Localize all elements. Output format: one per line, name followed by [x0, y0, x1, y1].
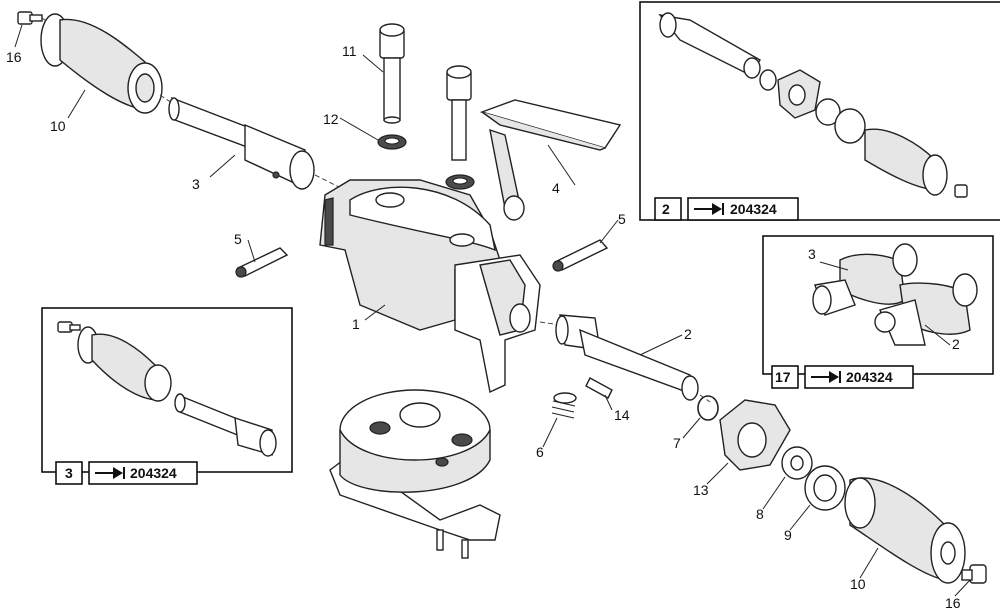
base-unit: [329, 389, 501, 559]
callout-5-right: 5: [618, 211, 626, 227]
callout-10-bottom: 10: [850, 576, 866, 592]
cam-part-13: [719, 399, 791, 471]
grip-part-10-bottom: [844, 477, 966, 584]
pin-part-14: [585, 377, 613, 399]
inset-2-number-box: [654, 197, 682, 221]
main-assembly: [17, 11, 987, 584]
arrow-stop-icon: [95, 467, 125, 479]
inset-17-ref: 204324: [846, 369, 893, 385]
washer-part-12-b: [445, 174, 475, 190]
pin-part-5-right: [552, 239, 609, 272]
inset-2-ref-box: [687, 197, 799, 221]
callout-2: 2: [684, 326, 692, 342]
inset-3-number: 3: [65, 465, 73, 481]
inset-3-ref-box: [88, 461, 198, 485]
callout-9: 9: [784, 527, 792, 543]
inset-17-ref-box: [804, 365, 914, 389]
inset-3: 3 204324: [41, 307, 293, 485]
callout-labels: 16 10 3 11 12 4 5 5 1 2 14 6 7 13 8 9 10…: [6, 43, 961, 611]
screw-part-16-top: [17, 11, 49, 25]
inset-2-ref: 204324: [730, 201, 777, 217]
washer-part-12-a: [377, 134, 407, 150]
washer-part-8: [781, 446, 813, 480]
inset-17-number-box: [771, 365, 799, 389]
clip-part-7: [697, 395, 719, 421]
inset-17-number: 17: [775, 369, 791, 385]
bolt-part-11: [379, 23, 405, 124]
pin-part-5-left: [235, 247, 289, 278]
callout-4: 4: [552, 180, 560, 196]
callout-10-top: 10: [50, 118, 66, 134]
inset-3-ref: 204324: [130, 465, 177, 481]
leader-lines: [14, 24, 971, 597]
callout-13: 13: [693, 482, 709, 498]
callout-12: 12: [323, 111, 339, 127]
inset-2: 2 204324: [639, 1, 1000, 221]
shaft-part-2: [539, 314, 711, 403]
callout-16-top: 16: [6, 49, 22, 65]
callout-3: 3: [192, 176, 200, 192]
callout-7: 7: [673, 435, 681, 451]
callout-5-left: 5: [234, 231, 242, 247]
callout-6: 6: [536, 444, 544, 460]
inset-2-number: 2: [662, 201, 670, 217]
bearing-part-9: [804, 465, 846, 511]
grip-part-10-top: [40, 13, 163, 114]
lever-part-4: [479, 99, 622, 221]
shaft-part-3: [159, 94, 346, 191]
housing-part-1: [319, 179, 541, 394]
inset-17-callout-3: 3: [808, 246, 816, 262]
callout-16-bottom: 16: [945, 595, 961, 611]
callout-14: 14: [614, 407, 630, 423]
inset-17-callout-2: 2: [952, 336, 960, 352]
arrow-stop-icon: [811, 371, 841, 383]
callout-11: 11: [342, 43, 357, 59]
callout-1: 1: [352, 316, 360, 332]
callout-8: 8: [756, 506, 764, 522]
inset-17: 3 2 17 204324: [762, 235, 994, 389]
inset-3-number-box: [55, 461, 83, 485]
bolt-part-11-b: [446, 65, 472, 161]
screw-part-16-bottom: [961, 564, 987, 584]
arrow-stop-icon: [694, 203, 724, 215]
spring-part-6: [551, 392, 577, 419]
